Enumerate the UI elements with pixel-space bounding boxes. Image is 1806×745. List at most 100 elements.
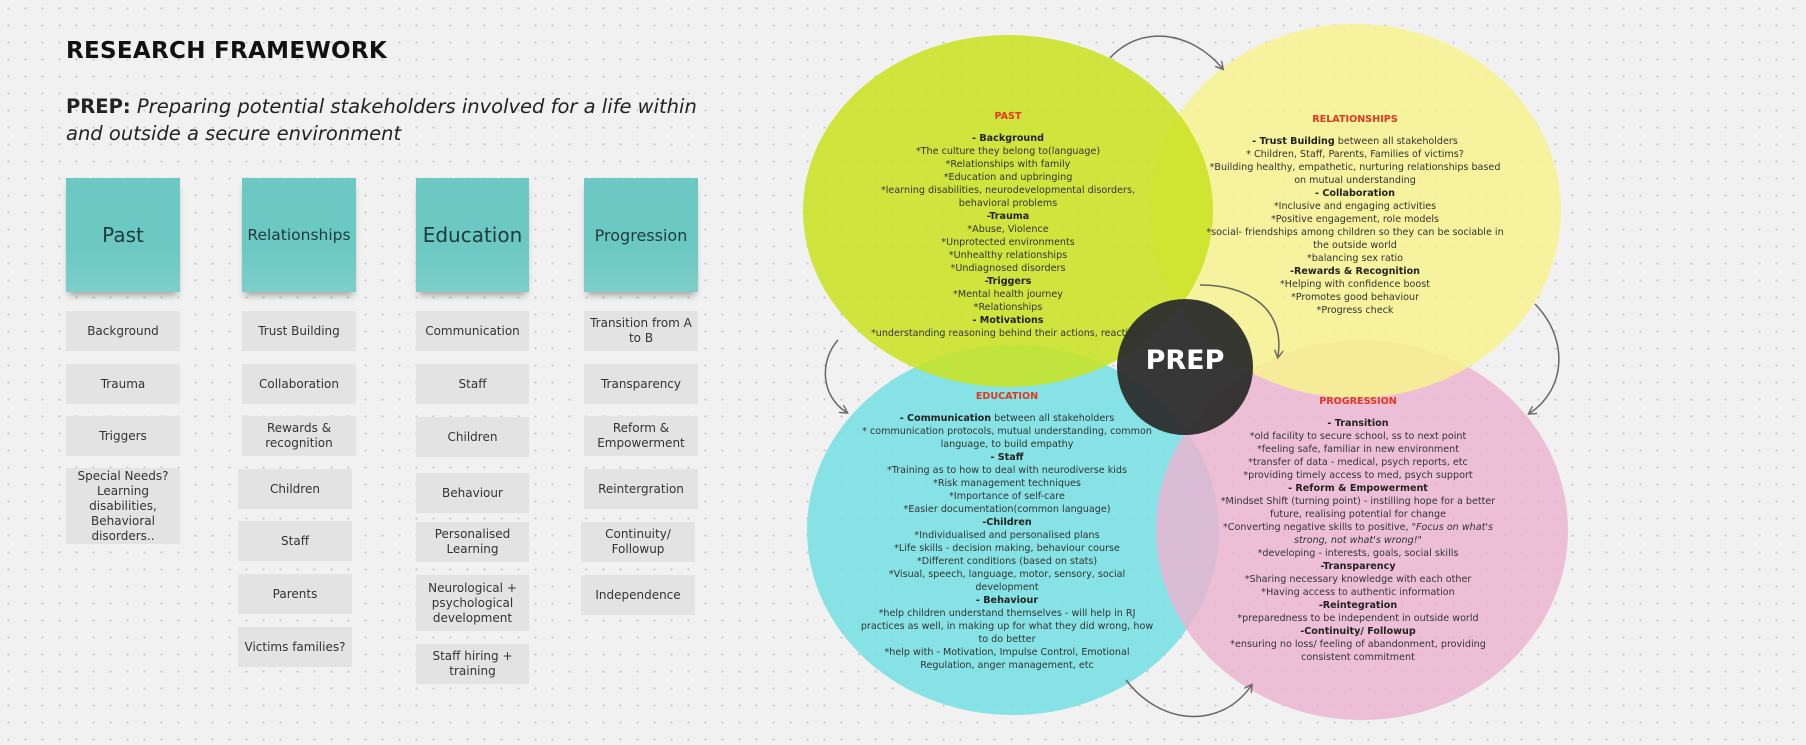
card-relationships-staff[interactable]: Staff: [238, 521, 352, 561]
progression-line: *transfer of data - medical, psych repor…: [1248, 457, 1468, 468]
arrow-past-to-relationships: [1109, 35, 1222, 68]
past-line: *Mental health journey: [953, 289, 1063, 300]
sticky-progression-label: Progression: [594, 225, 688, 245]
past-line: -Triggers: [984, 276, 1032, 287]
education-line: *Training as to how to deal with neurodi…: [886, 465, 1128, 476]
card-past-trauma[interactable]: Trauma: [66, 364, 180, 404]
venn-text-past: PAST - Background *The culture they belong…: [858, 110, 1158, 340]
subtitle-lead: PREP:: [66, 95, 131, 118]
education-line: *Different conditions (based on stats): [916, 556, 1098, 567]
relationships-line: * Children, Staff, Parents, Families of …: [1246, 149, 1464, 160]
card-education-children[interactable]: Children: [416, 417, 529, 457]
card-education-staff-hiring[interactable]: Staff hiring + training: [416, 644, 529, 684]
progression-line: *feeling safe, familiar in new environme…: [1256, 444, 1460, 455]
past-line: *understanding reasoning behind their ac…: [870, 328, 1146, 339]
sticky-education[interactable]: Education: [416, 178, 529, 292]
progression-line: -Reintegration: [1318, 600, 1398, 611]
past-line: *Relationships: [973, 302, 1043, 313]
education-line: *Individualised and personalised plans: [914, 530, 1100, 541]
education-line: *Importance of self-care: [949, 491, 1065, 502]
card-relationships-collaboration[interactable]: Collaboration: [242, 364, 356, 404]
arrow-relationships-to-progression: [1530, 303, 1560, 413]
sticky-relationships[interactable]: Relationships: [242, 178, 356, 292]
relationships-line: - Trust Building between all stakeholder…: [1252, 136, 1458, 147]
card-relationships-parents[interactable]: Parents: [238, 574, 352, 614]
past-line: -Trauma: [986, 211, 1030, 222]
card-relationships-rewards[interactable]: Rewards & recognition: [242, 416, 356, 456]
education-line: - Staff: [990, 452, 1024, 463]
progression-heading: PROGRESSION: [1319, 396, 1397, 407]
past-line: - Background: [972, 133, 1044, 144]
card-education-neurological[interactable]: Neurological + psychological development: [416, 575, 529, 631]
card-education-personalised-learning[interactable]: Personalised Learning: [416, 522, 529, 562]
card-progression-transition[interactable]: Transition from A to B: [584, 311, 698, 351]
relationships-line: - Collaboration: [1315, 188, 1395, 199]
sticky-progression[interactable]: Progression: [584, 178, 698, 292]
page-subtitle: PREP: Preparing potential stakeholders i…: [66, 93, 706, 147]
progression-line: *ensuring no loss/ feeling of abandonmen…: [1230, 639, 1486, 663]
past-line: *Unprotected environments: [941, 237, 1075, 248]
progression-line: *preparedness to be independent in outsi…: [1237, 613, 1479, 624]
card-education-behaviour[interactable]: Behaviour: [416, 473, 529, 513]
arrow-education-to-progression: [1125, 679, 1251, 718]
past-line: *learning disabilities, neurodevelopment…: [880, 185, 1136, 209]
page-title: RESEARCH FRAMEWORK: [66, 38, 388, 64]
venn-text-education: EDUCATION - Communication between all sta…: [858, 390, 1156, 672]
education-line: - Behaviour: [975, 595, 1039, 606]
relationships-line: *Positive engagement, role models: [1270, 214, 1440, 225]
card-past-triggers[interactable]: Triggers: [66, 416, 180, 456]
past-line: *Unhealthy relationships: [948, 250, 1068, 261]
venn-text-relationships: RELATIONSHIPS- Trust Building between al…: [1205, 113, 1505, 317]
relationships-line: *social- friendships among children so t…: [1206, 227, 1504, 251]
progression-line: -Continuity/ Followup: [1300, 626, 1416, 637]
card-past-background[interactable]: Background: [66, 311, 180, 351]
card-education-staff[interactable]: Staff: [416, 364, 529, 404]
progression-line: *providing timely access to med, psych s…: [1243, 470, 1473, 481]
progression-line: *Sharing necessary knowledge with each o…: [1244, 574, 1472, 585]
relationships-line: *balancing sex ratio: [1306, 253, 1404, 264]
card-relationships-trust-building[interactable]: Trust Building: [242, 311, 356, 351]
card-education-communication[interactable]: Communication: [416, 311, 529, 351]
card-progression-independence[interactable]: Independence: [581, 575, 695, 615]
card-past-special-needs[interactable]: Special Needs? Learning disabilities, Be…: [66, 468, 180, 544]
relationships-line: *Inclusive and engaging activities: [1273, 201, 1437, 212]
arrow-past-to-education: [824, 339, 846, 412]
card-progression-transparency[interactable]: Transparency: [584, 364, 698, 404]
relationships-line: -Rewards & Recognition: [1289, 266, 1421, 277]
progression-line: - Transition: [1327, 418, 1389, 429]
education-line: -Children: [982, 517, 1032, 528]
education-line: * communication protocols, mutual unders…: [862, 426, 1152, 450]
education-line: *Visual, speech, language, motor, sensor…: [888, 569, 1126, 593]
past-line: *Abuse, Violence: [967, 224, 1049, 235]
progression-line: *Mindset Shift (turning point) - instill…: [1220, 496, 1496, 520]
card-progression-reintergration[interactable]: Reintergration: [584, 469, 698, 509]
card-relationships-victims-families[interactable]: Victims families?: [238, 627, 352, 667]
education-heading: EDUCATION: [975, 391, 1039, 402]
card-progression-continuity[interactable]: Continuity/ Followup: [581, 522, 695, 562]
sticky-relationships-label: Relationships: [247, 226, 351, 244]
past-line: *Undiagnosed disorders: [950, 263, 1066, 274]
sticky-past[interactable]: Past: [66, 178, 180, 292]
subtitle-text: Preparing potential stakeholders involve…: [66, 95, 697, 145]
past-line: *Education and upbringing: [943, 172, 1073, 183]
progression-line: -Transparency: [1320, 561, 1396, 572]
past-line: *The culture they belong to(language): [915, 146, 1101, 157]
past-heading: PAST: [994, 111, 1022, 122]
education-line: *Risk management techniques: [933, 478, 1081, 489]
sticky-past-label: Past: [102, 223, 144, 247]
progression-line: *Having access to authentic information: [1261, 587, 1455, 598]
card-progression-reform[interactable]: Reform & Empowerment: [584, 416, 698, 456]
card-relationships-children[interactable]: Children: [238, 469, 352, 509]
education-line: *Easier documentation(common language): [903, 504, 1111, 515]
relationships-line: *Promotes good behaviour: [1290, 292, 1420, 303]
relationships-line: *Helping with confidence boost: [1279, 279, 1431, 290]
past-line: - Motivations: [972, 315, 1044, 326]
relationships-line: *Building healthy, empathetic, nurturing…: [1209, 162, 1501, 186]
education-line: - Communication between all stakeholders: [899, 413, 1115, 424]
progression-line: - Reform & Empowerment: [1288, 483, 1428, 494]
sticky-education-label: Education: [422, 223, 523, 247]
progression-line: *developing - interests, goals, social s…: [1257, 548, 1459, 559]
relationships-line: *Progress check: [1316, 305, 1394, 316]
progression-line: *old facility to secure school, ss to ne…: [1249, 431, 1467, 442]
venn-center-label: PREP: [1145, 345, 1225, 376]
